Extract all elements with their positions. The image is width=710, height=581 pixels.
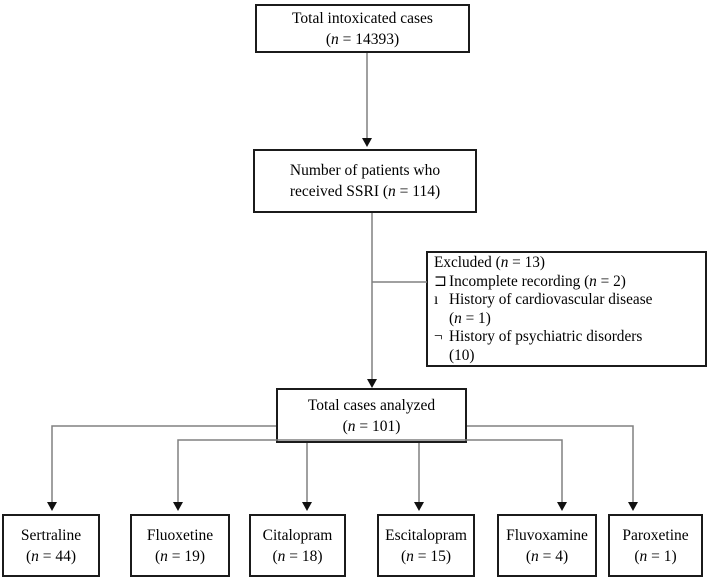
drug-box-citalopram: Citalopram (n = 18) <box>249 514 346 577</box>
excluded-bullet-glyph: ⊐ <box>434 272 447 290</box>
drug-count: (n = 18) <box>272 547 323 565</box>
drug-name: Fluoxetine <box>146 526 214 544</box>
excluded-item-incomplete-recording: ⊐Incomplete recording (n = 2) <box>434 272 626 290</box>
drug-name: Citalopram <box>262 526 333 544</box>
excluded-bullet-glyph: ¬ <box>434 328 443 345</box>
total-analyzed-count: (n = 101) <box>342 417 401 435</box>
received-ssri-line1: Number of patients who <box>289 162 441 179</box>
excluded-item-cardiovascular-count: (n = 1) <box>449 309 491 327</box>
drug-count: (n = 4) <box>525 547 569 565</box>
received-ssri-line2: received SSRI (n = 114) <box>289 183 441 200</box>
excluded-bullet-glyph: ı <box>434 291 439 308</box>
excluded-title: Excluded (n = 13) <box>434 254 546 271</box>
branch-rail-inner <box>177 439 563 502</box>
drug-box-fluoxetine: Fluoxetine (n = 19) <box>130 514 230 577</box>
drug-box-paroxetine: Paroxetine (n = 1) <box>608 514 703 577</box>
drug-box-escitalopram: Escitalopram (n = 15) <box>377 514 475 577</box>
received-ssri-box: Number of patients who received SSRI (n … <box>253 149 477 213</box>
drug-name: Fluvoxamine <box>506 526 588 544</box>
total-intoxicated-count: (n = 14393) <box>325 30 400 48</box>
total-analyzed-line1: Total cases analyzed <box>307 396 436 414</box>
drug-count: (n = 44) <box>25 547 77 565</box>
excluded-box: Excluded (n = 13) ⊐Incomplete recording … <box>426 251 707 367</box>
drug-count: (n = 15) <box>400 547 452 565</box>
drug-name: Sertraline <box>20 526 82 544</box>
total-cases-analyzed-box: Total cases analyzed (n = 101) <box>276 388 467 443</box>
branch-rail-outer-right <box>467 425 634 502</box>
excluded-item-psychiatric: ¬History of psychiatric disorders <box>434 328 643 345</box>
drug-name: Escitalopram <box>385 526 467 544</box>
drug-count: (n = 1) <box>634 547 677 565</box>
total-intoxicated-cases-box: Total intoxicated cases (n = 14393) <box>255 4 470 53</box>
total-intoxicated-line1: Total intoxicated cases <box>292 9 433 27</box>
branch-rail-outer-left <box>51 425 276 502</box>
drug-count: (n = 19) <box>154 547 206 565</box>
drug-box-sertraline: Sertraline (n = 44) <box>2 514 100 577</box>
drug-box-fluvoxamine: Fluvoxamine (n = 4) <box>497 514 597 577</box>
excluded-item-psychiatric-count: (10) <box>449 346 475 364</box>
drug-name: Paroxetine <box>622 526 689 544</box>
